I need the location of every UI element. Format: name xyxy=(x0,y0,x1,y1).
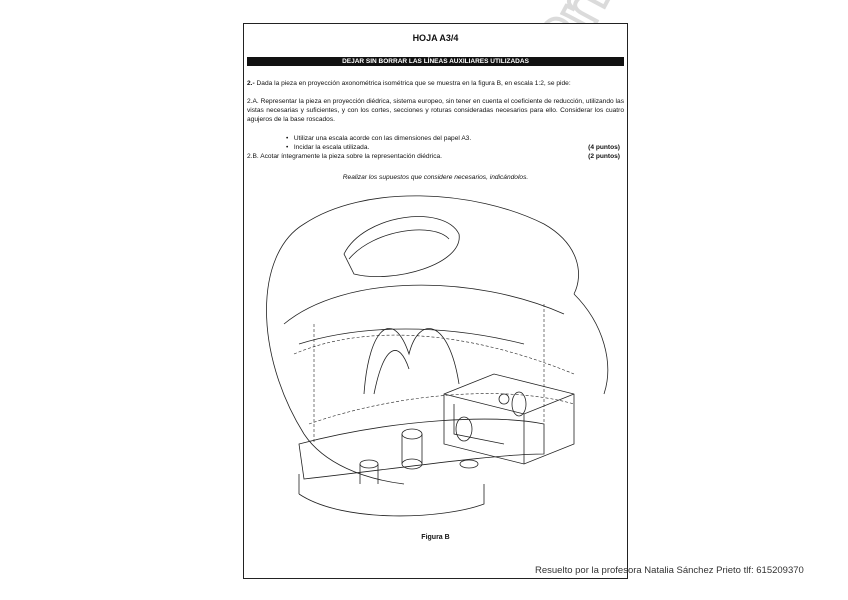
points-part-a: (4 puntos) xyxy=(588,144,620,151)
exam-sheet: HOJA A3/4 DEJAR SIN BORRAR LAS LÍNEAS AU… xyxy=(243,23,628,579)
part-b-text: 2.B. Acotar íntegramente la pieza sobre … xyxy=(247,153,442,160)
points-part-b: (2 puntos) xyxy=(588,153,620,160)
bullet-item: • Incidar la escala utilizada.(4 puntos) xyxy=(286,144,620,151)
bullet-text: Incidar la escala utilizada. xyxy=(293,144,370,151)
exercise-number: 2.- xyxy=(247,80,255,87)
figure-label: Figura B xyxy=(421,534,450,541)
exercise-intro-text: Dada la pieza en proyección axonométrica… xyxy=(254,80,571,87)
bullet-text: Utilizar una escala acorde con las dimen… xyxy=(293,135,472,142)
bullet-item: • Utilizar una escala acorde con las dim… xyxy=(286,135,472,142)
isometric-figure xyxy=(266,195,609,517)
instruction-banner: DEJAR SIN BORRAR LAS LÍNEAS AUXILIARES U… xyxy=(247,57,624,66)
exercise-intro: 2.- Dada la pieza en proyección axonomét… xyxy=(247,79,624,88)
author-credit: Resuelto por la profesora Natalia Sánche… xyxy=(535,565,804,576)
sheet-title: HOJA A3/4 xyxy=(412,33,459,43)
part-a-text: 2.A. Representar la pieza en proyección … xyxy=(247,98,624,123)
part-b-row: 2.B. Acotar íntegramente la pieza sobre … xyxy=(247,152,624,161)
assumptions-note: Realizar los supuestos que considere nec… xyxy=(342,174,529,181)
